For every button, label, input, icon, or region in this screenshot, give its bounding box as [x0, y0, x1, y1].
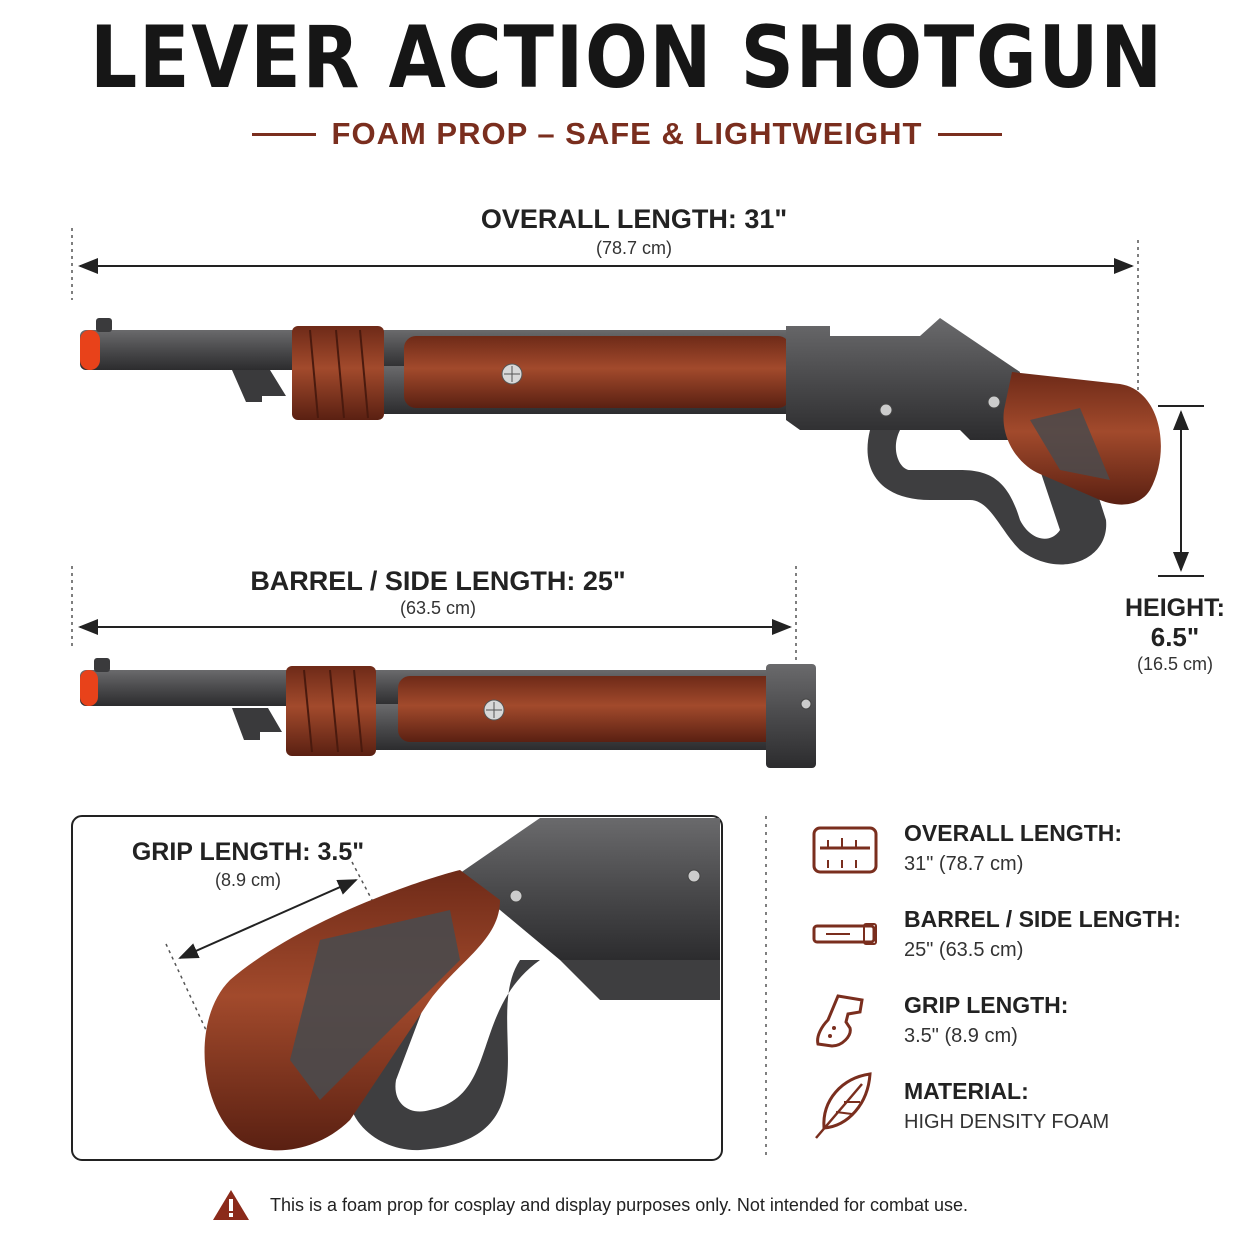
grip-length-metric: (8.9 cm) — [214, 870, 281, 890]
grip-detail-box — [71, 815, 723, 1161]
barrel-length-metric: (63.5 cm) — [399, 598, 477, 618]
spec-title: OVERALL LENGTH: — [904, 820, 1123, 846]
subtitle-rule-left — [251, 132, 316, 136]
height-label: HEIGHT: — [1125, 594, 1225, 622]
spec-value: 3.5" (8.9 cm) — [904, 1025, 1018, 1047]
disclaimer: This is a foam prop for cosplay and disp… — [212, 1188, 968, 1222]
subtitle-rule-right — [938, 132, 1003, 136]
full-shotgun-image — [80, 318, 1161, 565]
barrel-icon — [812, 923, 877, 945]
barrel-length-dimension — [71, 566, 797, 660]
overall-length-metric: (78.7 cm) — [595, 238, 673, 258]
height-metric: (16.5 cm) — [1136, 654, 1214, 674]
overall-length-dimension — [71, 228, 1139, 400]
grip-icon — [816, 994, 864, 1048]
spec-title: MATERIAL: — [904, 1078, 1029, 1104]
spec-value: 31" (78.7 cm) — [904, 853, 1024, 875]
spec-title: BARREL / SIDE LENGTH: — [904, 906, 1181, 932]
page-title: LEVER ACTION SHOTGUN — [90, 8, 1164, 108]
page-subtitle: FOAM PROP – SAFE & LIGHTWEIGHT — [331, 116, 923, 151]
feather-icon — [815, 1072, 872, 1139]
overall-length-label: OVERALL LENGTH: 31" — [480, 204, 788, 234]
spec-title: GRIP LENGTH: — [904, 992, 1069, 1018]
grip-length-label: GRIP LENGTH: 3.5" — [131, 838, 365, 866]
spec-value: 25" (63.5 cm) — [904, 939, 1024, 961]
height-dimension — [1158, 405, 1204, 577]
ruler-icon — [812, 826, 878, 874]
barrel-section-image — [80, 658, 816, 768]
warning-icon — [213, 1190, 249, 1220]
height-value: 6.5" — [1150, 622, 1200, 652]
spec-value: HIGH DENSITY FOAM — [904, 1111, 1110, 1133]
disclaimer-text: This is a foam prop for cosplay and disp… — [270, 1194, 969, 1215]
subtitle-row: FOAM PROP – SAFE & LIGHTWEIGHT — [0, 116, 1254, 152]
barrel-length-label: BARREL / SIDE LENGTH: 25" — [250, 566, 626, 596]
